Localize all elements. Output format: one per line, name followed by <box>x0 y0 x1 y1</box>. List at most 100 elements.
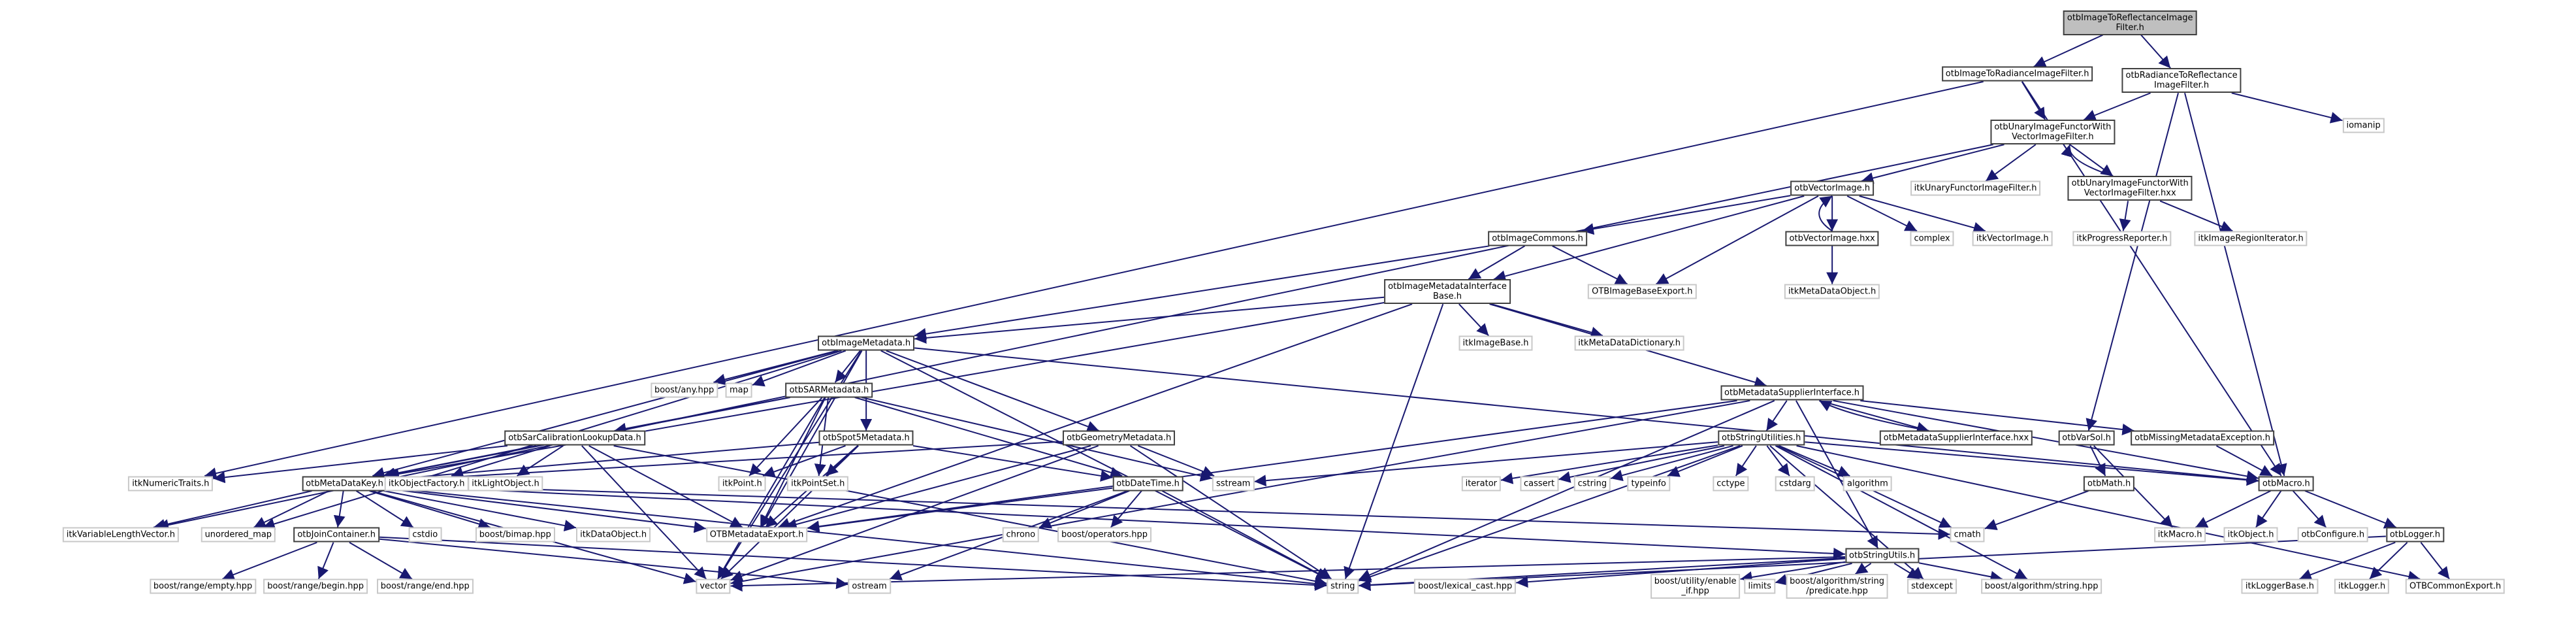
node-msihxx[interactable]: otbMetadataSupplierInterface.hxx <box>1879 430 2033 446</box>
edge-datetime-to-chrono <box>1038 490 1130 529</box>
node-varsol[interactable]: otbVarSol.h <box>2058 430 2115 446</box>
node-itklogger[interactable]: itkLogger.h <box>2334 578 2390 594</box>
node-itkprog[interactable]: itkProgressReporter.h <box>2072 231 2172 246</box>
node-cctype[interactable]: cctype <box>1713 476 1749 491</box>
edge-strutils-to-stdexcept <box>1893 563 1920 580</box>
node-limits[interactable]: limits <box>1744 578 1775 594</box>
node-strutilities[interactable]: otbStringUtilities.h <box>1718 430 1805 446</box>
node-enableif[interactable]: boost/utility/enable _if.hpp <box>1650 574 1741 599</box>
node-stdexcept[interactable]: stdexcept <box>1907 578 1957 594</box>
node-missing[interactable]: otbMissingMetadataException.h <box>2131 430 2274 446</box>
node-otbconf[interactable]: otbConfigure.h <box>2297 527 2369 543</box>
node-unaryhxx[interactable]: otbUnaryImageFunctorWith VectorImageFilt… <box>2067 176 2193 201</box>
node-imibase[interactable]: otbImageMetadataInterface Base.h <box>1384 279 1511 305</box>
edge-geometa-to-otbmetaexp <box>784 445 1091 530</box>
node-itkmdo[interactable]: itkMetaDataObject.h <box>1784 284 1880 299</box>
edge-msi-to-vector <box>730 399 1750 588</box>
node-string[interactable]: string <box>1327 578 1359 594</box>
node-itkpointset[interactable]: itkPointSet.h <box>787 476 849 491</box>
node-itkdataobj[interactable]: itkDataObject.h <box>576 527 651 543</box>
edge-sarmeta-to-datetime <box>854 397 1123 478</box>
edge-imgmeta-to-sarmeta <box>834 350 861 383</box>
node-map[interactable]: map <box>725 382 752 398</box>
node-vector[interactable]: vector <box>696 578 731 594</box>
node-geometa[interactable]: otbGeometryMetadata.h <box>1063 430 1176 446</box>
node-rbegin[interactable]: boost/range/begin.hpp <box>263 578 368 594</box>
node-itkpoint[interactable]: itkPoint.h <box>718 476 766 491</box>
node-itkobject[interactable]: itkObject.h <box>2223 527 2278 543</box>
edge-rad2ref-to-iomanip <box>2231 92 2343 124</box>
node-typeinfo[interactable]: typeinfo <box>1627 476 1670 491</box>
node-bimap[interactable]: boost/bimap.hpp <box>475 527 555 543</box>
edge-msi-to-strutils <box>1795 400 1879 549</box>
node-logger[interactable]: otbLogger.h <box>2385 527 2445 543</box>
edge-msi-to-string <box>1359 400 1775 580</box>
edge-logger-to-itkloggerbase <box>2299 541 2396 580</box>
node-itkloggerbase[interactable]: itkLoggerBase.h <box>2241 578 2318 594</box>
node-lexcast[interactable]: boost/lexical_cast.hpp <box>1414 578 1517 594</box>
node-vecimghxx[interactable]: otbVectorImage.hxx <box>1785 231 1879 246</box>
node-itknum[interactable]: itkNumericTraits.h <box>128 476 214 491</box>
edge-strutils-to-vector <box>730 556 1846 592</box>
node-cassert[interactable]: cassert <box>1519 476 1559 491</box>
node-itkmdd[interactable]: itkMetaDataDictionary.h <box>1574 335 1684 351</box>
node-vecimg[interactable]: otbVectorImage.h <box>1790 180 1875 196</box>
node-itkobjfac[interactable]: itkObjectFactory.h <box>384 476 469 491</box>
node-complex[interactable]: complex <box>1910 231 1954 246</box>
node-itkvecimg[interactable]: itkVectorImage.h <box>1972 231 2053 246</box>
node-msi[interactable]: otbMetadataSupplierInterface.h <box>1720 385 1864 401</box>
node-balgstr[interactable]: boost/algorithm/string.hpp <box>1980 578 2102 594</box>
node-algorithm[interactable]: algorithm <box>1843 476 1892 491</box>
edge-rad2ref-to-varsol <box>2085 92 2179 431</box>
node-datetime[interactable]: otbDateTime.h <box>1112 476 1183 491</box>
edge-strutils-to-limits <box>1775 562 1852 586</box>
node-chrono[interactable]: chrono <box>1002 527 1040 543</box>
node-iterator[interactable]: iterator <box>1461 476 1502 491</box>
node-unary[interactable]: otbUnaryImageFunctorWith VectorImageFilt… <box>1990 120 2116 145</box>
node-mdkey[interactable]: otbMetaDataKey.h <box>302 476 387 491</box>
node-strutils[interactable]: otbStringUtils.h <box>1845 548 1920 563</box>
node-itkunary[interactable]: itkUnaryFunctorImageFilter.h <box>1910 180 2041 196</box>
edge-join-to-rempty <box>222 541 317 580</box>
node-otbmetaexp[interactable]: OTBMetadataExport.h <box>705 527 808 543</box>
edge-geometa-to-sstream <box>1137 445 1215 477</box>
node-cmath[interactable]: cmath <box>1950 527 1985 543</box>
edge-vecimg-to-otbimgbaseexp <box>1656 195 1819 285</box>
node-cstdio[interactable]: cstdio <box>408 527 442 543</box>
node-spot5[interactable]: otbSpot5Metadata.h <box>818 430 914 446</box>
edge-imgmeta-to-otbmetaexp <box>760 350 863 528</box>
node-rad2ref[interactable]: otbRadianceToReflectance ImageFilter.h <box>2121 68 2242 93</box>
node-i2rad[interactable]: otbImageToRadianceImageFilter.h <box>1941 66 2093 82</box>
edge-unaryhxx-to-itkprog <box>2119 201 2131 231</box>
node-rend[interactable]: boost/range/end.hpp <box>376 578 474 594</box>
node-itkvlv[interactable]: itkVariableLengthVector.h <box>62 527 180 543</box>
node-math[interactable]: otbMath.h <box>2084 476 2135 491</box>
node-sarcal[interactable]: otbSarCalibrationLookupData.h <box>504 430 645 446</box>
node-rempty[interactable]: boost/range/empty.hpp <box>149 578 257 594</box>
edge-geometa-to-mdkey <box>387 441 1063 486</box>
node-itkregit[interactable]: itkImageRegionIterator.h <box>2194 231 2308 246</box>
edge-unary-to-unaryhxx <box>2069 144 2114 177</box>
node-otbcommonexp[interactable]: OTBCommonExport.h <box>2405 578 2505 594</box>
node-cstring[interactable]: cstring <box>1573 476 1611 491</box>
node-cstdarg[interactable]: cstdarg <box>1775 476 1815 491</box>
node-imgcommons[interactable]: otbImageCommons.h <box>1488 231 1587 246</box>
node-boostany[interactable]: boost/any.hpp <box>650 382 718 398</box>
node-boostops[interactable]: boost/operators.hpp <box>1057 527 1151 543</box>
node-sstream[interactable]: sstream <box>1212 476 1255 491</box>
node-umap[interactable]: unordered_map <box>201 527 276 543</box>
node-itkimgbase[interactable]: itkImageBase.h <box>1458 335 1533 351</box>
node-predicate[interactable]: boost/algorithm/string /predicate.hpp <box>1786 574 1888 599</box>
node-sarmeta[interactable]: otbSARMetadata.h <box>785 382 873 398</box>
node-macro[interactable]: otbMacro.h <box>2258 476 2314 491</box>
node-imgmeta[interactable]: otbImageMetadata.h <box>818 335 915 351</box>
edge-rad2ref-to-unary <box>2084 92 2151 121</box>
edge-mdkey-to-umap <box>253 490 330 528</box>
node-ostream[interactable]: ostream <box>848 578 891 594</box>
node-iomanip[interactable]: iomanip <box>2342 118 2385 133</box>
node-itklight[interactable]: itkLightObject.h <box>468 476 543 491</box>
node-join[interactable]: otbJoinContainer.h <box>293 527 379 543</box>
node-otbimgbaseexp[interactable]: OTBImageBaseExport.h <box>1588 284 1697 299</box>
node-itkmacro[interactable]: itkMacro.h <box>2153 527 2206 543</box>
edge-imibase-to-imgmeta <box>914 296 1385 344</box>
